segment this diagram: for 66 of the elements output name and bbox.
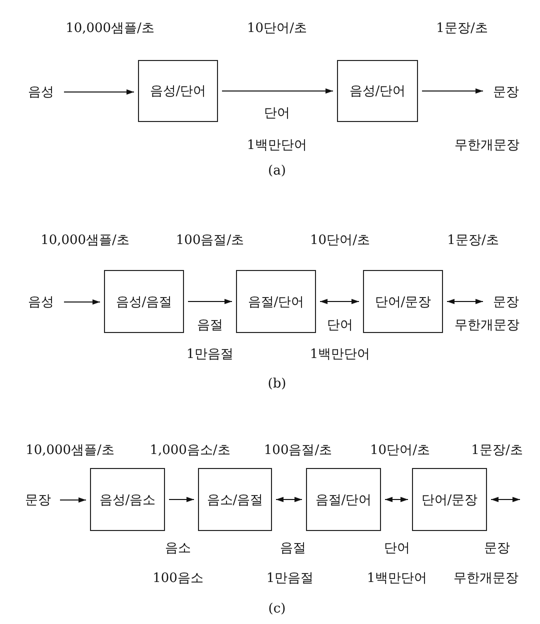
annotation-text: 무한개문장 <box>454 137 520 154</box>
annotation-text: 1백만단어 <box>366 570 428 587</box>
annotation-text: 10단어/초 <box>310 232 370 249</box>
arrow <box>64 89 134 95</box>
annotation-text: 10단어/초 <box>370 442 430 459</box>
node-label: 문장 <box>25 492 51 509</box>
annotation-text: 1백만단어 <box>246 137 308 154</box>
annotation-text: 100음절/초 <box>264 442 332 459</box>
node-label: 음성 <box>28 84 54 101</box>
process-box <box>236 270 316 333</box>
annotation-text: 1만음절 <box>186 346 234 363</box>
annotation-text: 무한개문장 <box>454 317 520 334</box>
arrow <box>276 496 302 502</box>
arrow <box>447 298 483 304</box>
arrow <box>422 88 483 94</box>
annotation-text: 단어 <box>384 540 410 557</box>
annotation-text: 음절 <box>197 317 223 334</box>
box-label: 음성/단어 <box>150 83 206 100</box>
process-box <box>104 270 184 333</box>
node-label: 문장 <box>493 294 519 311</box>
box-label: 단어/문장 <box>421 492 478 508</box>
node-label: 문장 <box>493 84 519 101</box>
annotation-text: 무한개문장 <box>454 570 518 587</box>
annotation-text: 단어 <box>327 317 353 334</box>
arrow <box>385 496 408 502</box>
panel-caption: (b) <box>268 376 286 392</box>
process-box <box>337 60 418 122</box>
annotation-text: 단어 <box>264 105 290 122</box>
arrow <box>169 496 194 502</box>
box-label: 음절/단어 <box>315 492 372 508</box>
annotation-text: 10,000샘플/초 <box>40 232 130 249</box>
annotation-text: 1백만단어 <box>310 346 370 363</box>
arrow <box>188 298 232 304</box>
box-label: 음성/음절 <box>116 294 172 310</box>
annotation-text: 1,000음소/초 <box>150 442 230 459</box>
box-label: 단어/문장 <box>374 294 432 310</box>
annotation-text: 10,000샘플/초 <box>26 442 114 459</box>
annotation-text: 1문장/초 <box>471 442 523 459</box>
box-label: 음소/음절 <box>206 492 264 508</box>
arrow <box>60 497 86 503</box>
arrow <box>491 496 520 502</box>
annotation-text: 1문장/초 <box>447 232 499 249</box>
process-box <box>138 60 218 122</box>
arrow <box>222 88 333 94</box>
arrow <box>320 298 359 304</box>
annotation-text: 100음절/초 <box>176 232 244 249</box>
annotation-text: 100음소 <box>152 570 204 587</box>
annotation-text: 음절 <box>280 540 306 557</box>
annotation-text: 1만음절 <box>266 570 314 587</box>
process-box <box>363 270 443 333</box>
panel-caption: (c) <box>268 602 286 616</box>
process-box <box>198 468 272 531</box>
process-box <box>412 468 487 531</box>
box-label: 음성/음소 <box>99 492 156 508</box>
annotation-text: 1문장/초 <box>436 20 488 37</box>
panel-caption: (a) <box>268 164 286 178</box>
arrow <box>64 299 100 305</box>
node-label: 음성 <box>28 294 54 311</box>
process-box <box>90 468 165 531</box>
box-label: 음성/단어 <box>349 83 406 100</box>
box-label: 음절/단어 <box>248 294 304 310</box>
annotation-text: 10,000샘플/초 <box>66 20 154 37</box>
annotation-text: 음소 <box>165 540 191 557</box>
process-box <box>306 468 381 531</box>
annotation-text: 10단어/초 <box>247 20 307 37</box>
annotation-text: 문장 <box>484 540 510 557</box>
